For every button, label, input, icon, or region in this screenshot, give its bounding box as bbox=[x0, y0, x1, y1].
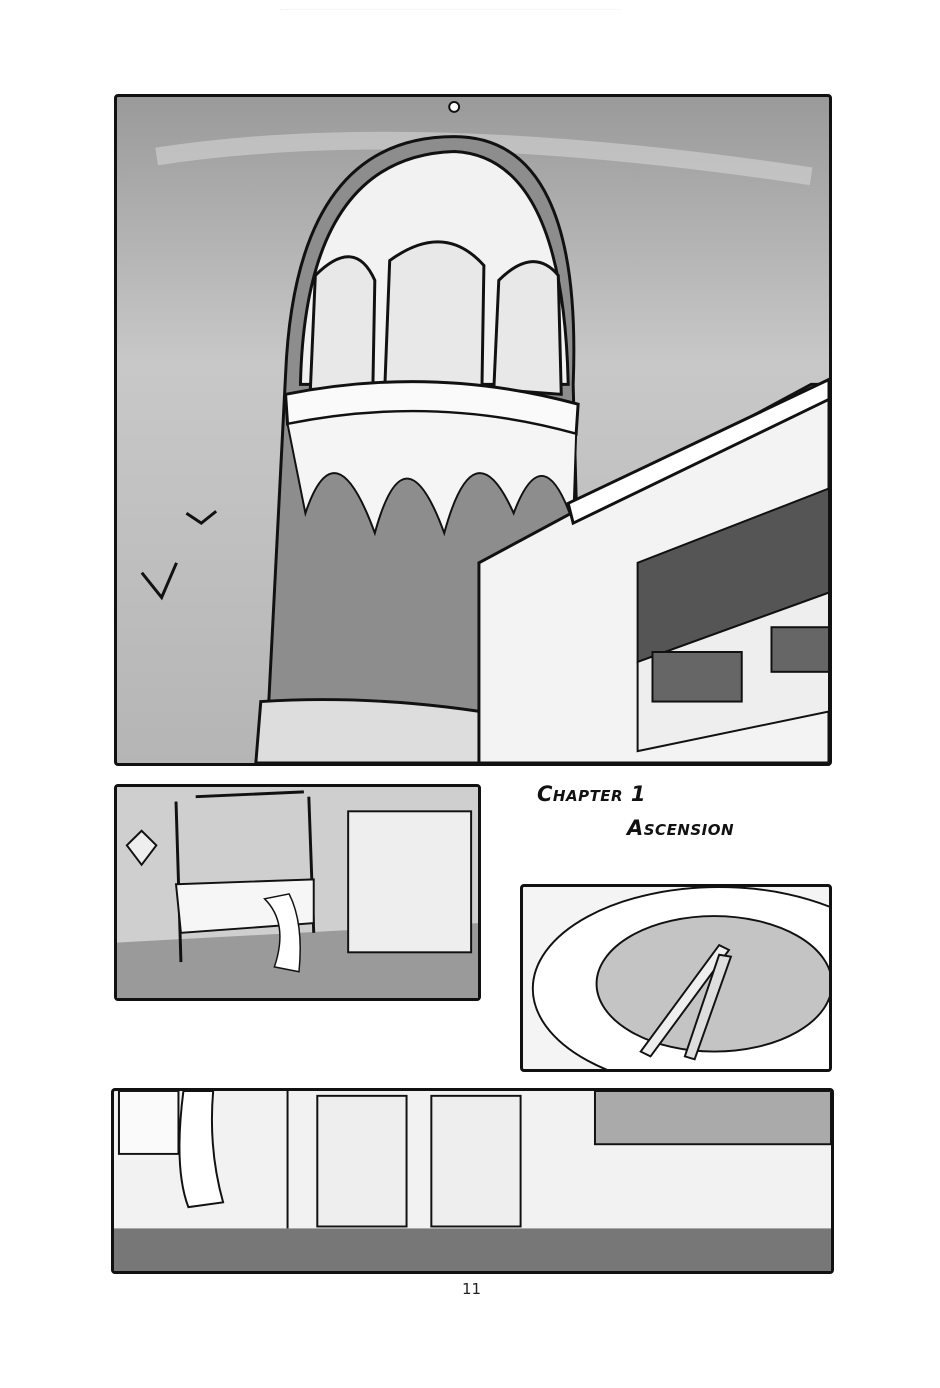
panel-plate-cutlery bbox=[520, 884, 832, 1072]
minaret-illustration bbox=[140, 100, 829, 763]
chapter-title: Ascension bbox=[627, 816, 735, 840]
page-number: 11 bbox=[462, 1280, 482, 1298]
panel-wall-panels bbox=[111, 1088, 834, 1274]
chapter-label: Chapter 1 bbox=[537, 782, 647, 806]
panel-bedroom bbox=[114, 784, 481, 1001]
wall-illustration bbox=[114, 1091, 831, 1271]
plate-illustration bbox=[531, 887, 829, 1069]
bedroom-illustration bbox=[117, 787, 478, 998]
scan-line bbox=[280, 9, 620, 10]
panel-minaret-tower bbox=[114, 94, 832, 766]
